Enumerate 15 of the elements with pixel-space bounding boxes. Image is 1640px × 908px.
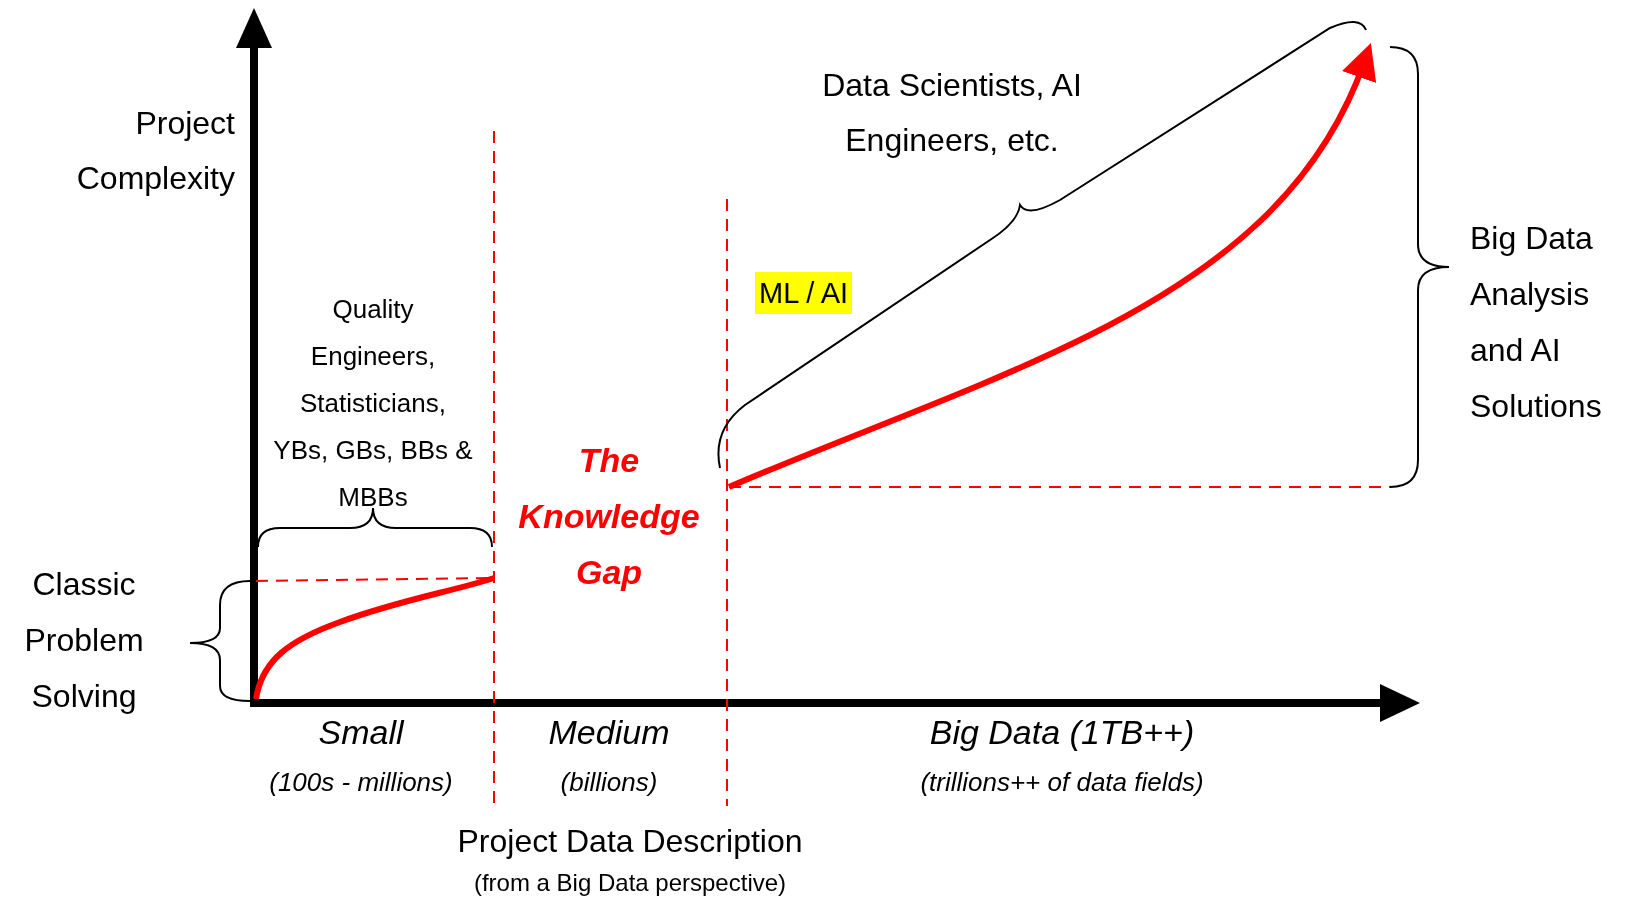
category-label: Small: [318, 712, 404, 753]
axis-title: Project Complexity: [75, 104, 235, 198]
category-label: Big Data (1TB++): [929, 712, 1195, 753]
bracket-label: Big Data Analysis and AI Solutions: [1470, 219, 1603, 426]
axis-title: Project Data Description: [457, 822, 803, 861]
category-note: (100s - millions): [269, 766, 453, 799]
category-note: (trillions++ of data fields): [920, 766, 1204, 799]
role-label: Data Scientists, AI Engineers, etc.: [821, 66, 1083, 160]
bracket-label: Classic Problem Solving: [23, 565, 145, 716]
role-label: Quality Engineers, Statisticians, YBs, GBs, BBs & MBBs: [272, 293, 474, 514]
axis-subtitle: (from a Big Data perspective): [473, 868, 787, 898]
highlight-tag: ML / AI: [755, 272, 853, 314]
gap-label: The Knowledge Gap: [517, 440, 701, 593]
category-label: Medium: [548, 712, 670, 753]
category-note: (billions): [560, 766, 658, 799]
